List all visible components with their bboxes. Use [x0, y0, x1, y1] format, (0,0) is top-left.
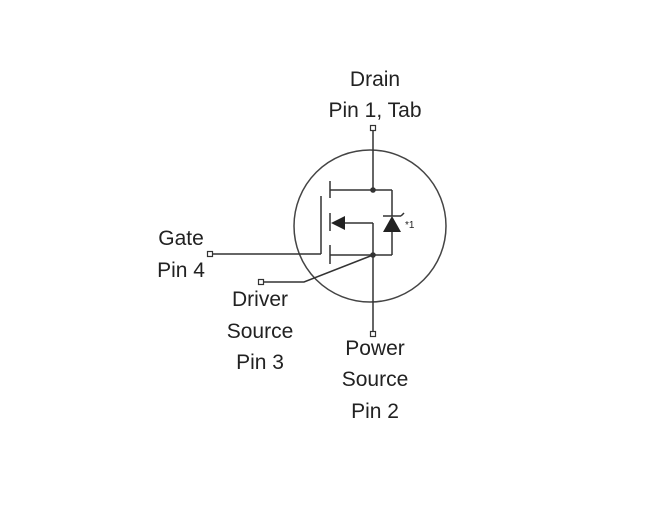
body-arrow: [331, 216, 345, 230]
drain-pin-terminal: [369, 124, 377, 132]
drain-label-line: Pin 1, Tab: [328, 99, 421, 122]
driver-source-label-line: Pin 3: [236, 351, 284, 374]
drain-junction-dot: [370, 187, 376, 193]
driver-source-pin-terminal: [257, 278, 265, 286]
gate-pin-terminal: [206, 250, 214, 258]
power-source-label-line: Source: [342, 368, 409, 391]
gate-label-line: Gate: [158, 227, 204, 250]
power-source-pin-terminal: [369, 330, 377, 338]
drain-label: Drain Pin 1, Tab: [328, 68, 421, 122]
gate-label-line: Pin 4: [157, 259, 205, 282]
driver-source-label-line: Driver: [232, 288, 288, 311]
power-source-label: Power Source Pin 2: [342, 337, 409, 423]
driver-source-lead: [264, 254, 374, 283]
package-outline: [293, 149, 447, 303]
body-diode-icon: [383, 216, 401, 232]
driver-source-label: Driver Source Pin 3: [227, 288, 294, 374]
diode-note-label: *1: [405, 220, 415, 231]
gate-label: Gate Pin 4: [157, 227, 205, 282]
power-source-label-line: Power: [345, 337, 405, 360]
diode-cathode-hook: [400, 212, 405, 217]
drain-label-line: Drain: [350, 68, 400, 91]
driver-source-label-line: Source: [227, 320, 294, 343]
power-source-label-line: Pin 2: [351, 400, 399, 423]
